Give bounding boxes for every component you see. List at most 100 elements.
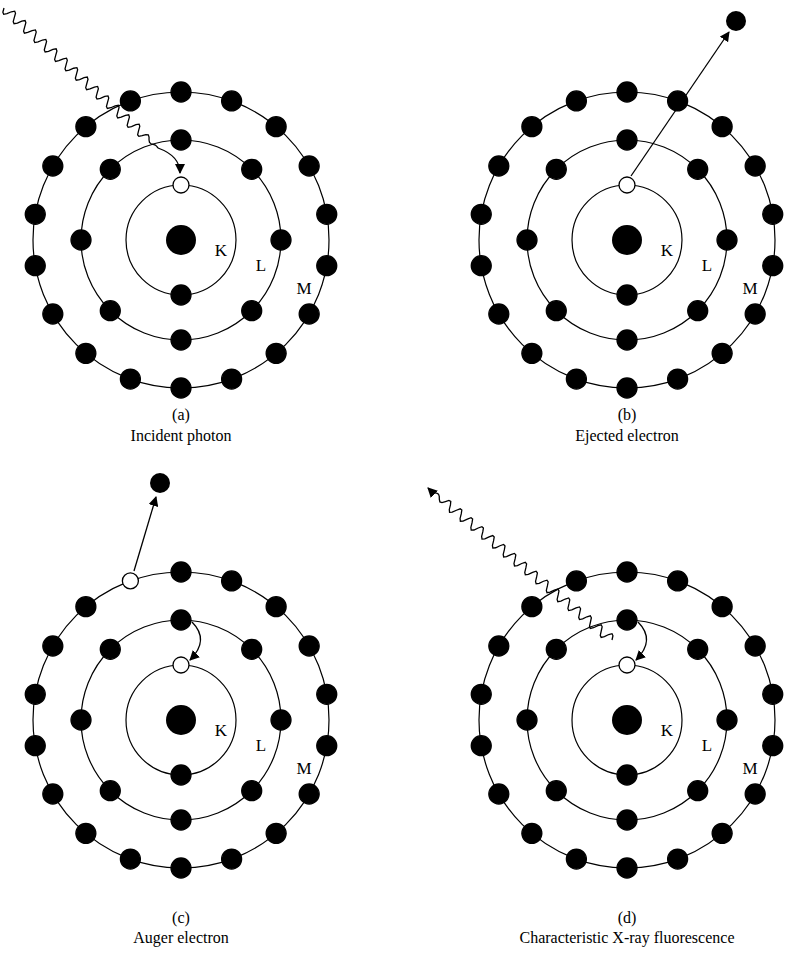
electron xyxy=(76,117,96,137)
panel-caption: Characteristic X-ray fluorescence xyxy=(520,930,735,946)
photon-wave xyxy=(3,8,158,148)
shell-label: K xyxy=(661,242,673,259)
atom xyxy=(471,82,783,398)
electron-shell xyxy=(527,620,727,820)
electron xyxy=(76,823,96,843)
electron xyxy=(489,636,509,656)
shell-label: M xyxy=(296,280,311,297)
electron xyxy=(120,91,140,111)
vacancy xyxy=(173,657,189,673)
electron xyxy=(100,781,120,801)
electron xyxy=(25,736,45,756)
photon-arrow xyxy=(158,148,180,173)
electron xyxy=(617,130,637,150)
electron xyxy=(299,304,319,324)
electron xyxy=(271,710,291,730)
electron xyxy=(71,710,91,730)
electron xyxy=(242,159,262,179)
electron xyxy=(617,610,637,630)
electron xyxy=(471,684,491,704)
atom xyxy=(471,562,783,878)
electron xyxy=(25,204,45,224)
electron xyxy=(763,736,783,756)
electron xyxy=(546,159,566,179)
electron-shell xyxy=(81,620,281,820)
electron-shell xyxy=(33,92,329,388)
electron xyxy=(745,304,765,324)
electron xyxy=(25,256,45,276)
electron xyxy=(171,858,191,878)
electron xyxy=(222,849,242,869)
electron xyxy=(171,285,191,305)
ejected-electron xyxy=(726,11,746,31)
electron xyxy=(171,330,191,350)
electron xyxy=(712,823,732,843)
electron xyxy=(76,597,96,617)
electron xyxy=(745,784,765,804)
electron xyxy=(522,597,542,617)
electron xyxy=(471,204,491,224)
electron xyxy=(271,230,291,250)
electron xyxy=(299,784,319,804)
electron xyxy=(668,571,688,591)
ejection-arrow xyxy=(134,497,156,571)
panel-caption: Auger electron xyxy=(133,930,229,946)
electron xyxy=(471,256,491,276)
electron xyxy=(43,156,63,176)
electron xyxy=(471,736,491,756)
electron xyxy=(688,781,708,801)
vacancy xyxy=(122,573,138,589)
shell-label: M xyxy=(742,760,757,777)
shell-label: K xyxy=(215,722,227,739)
electron-shell xyxy=(126,665,236,775)
electron xyxy=(522,343,542,363)
electron xyxy=(299,156,319,176)
electron xyxy=(763,684,783,704)
electron-shell xyxy=(527,140,727,340)
panel-caption: Ejected electron xyxy=(575,428,679,444)
shell-label: M xyxy=(742,280,757,297)
electron xyxy=(517,710,537,730)
electron xyxy=(171,610,191,630)
electron xyxy=(763,256,783,276)
electron xyxy=(489,304,509,324)
electron-shell xyxy=(479,92,775,388)
electron xyxy=(266,597,286,617)
shell-label: L xyxy=(256,737,266,754)
vacancy xyxy=(619,657,635,673)
electron-shell xyxy=(126,185,236,295)
transition-arrow xyxy=(636,622,647,660)
electron xyxy=(120,369,140,389)
electron xyxy=(617,82,637,102)
electron xyxy=(317,204,337,224)
electron xyxy=(317,256,337,276)
electron xyxy=(120,849,140,869)
electron xyxy=(566,91,586,111)
vacancy xyxy=(173,177,189,193)
ejection-arrow xyxy=(631,32,729,176)
electron xyxy=(688,639,708,659)
electron xyxy=(566,369,586,389)
electron xyxy=(242,639,262,659)
electron xyxy=(688,301,708,321)
panel-letter: (b) xyxy=(618,407,637,423)
shell-label: K xyxy=(215,242,227,259)
electron xyxy=(299,636,319,656)
vacancy xyxy=(619,177,635,193)
electron xyxy=(522,823,542,843)
electron xyxy=(100,159,120,179)
electron xyxy=(242,301,262,321)
electron xyxy=(171,810,191,830)
transition-arrow xyxy=(190,622,201,660)
electron xyxy=(71,230,91,250)
electron-shell xyxy=(572,665,682,775)
electron xyxy=(546,781,566,801)
electron xyxy=(745,636,765,656)
electron xyxy=(617,858,637,878)
nucleus xyxy=(166,705,196,735)
electron xyxy=(566,849,586,869)
electron xyxy=(43,304,63,324)
electron xyxy=(522,117,542,137)
